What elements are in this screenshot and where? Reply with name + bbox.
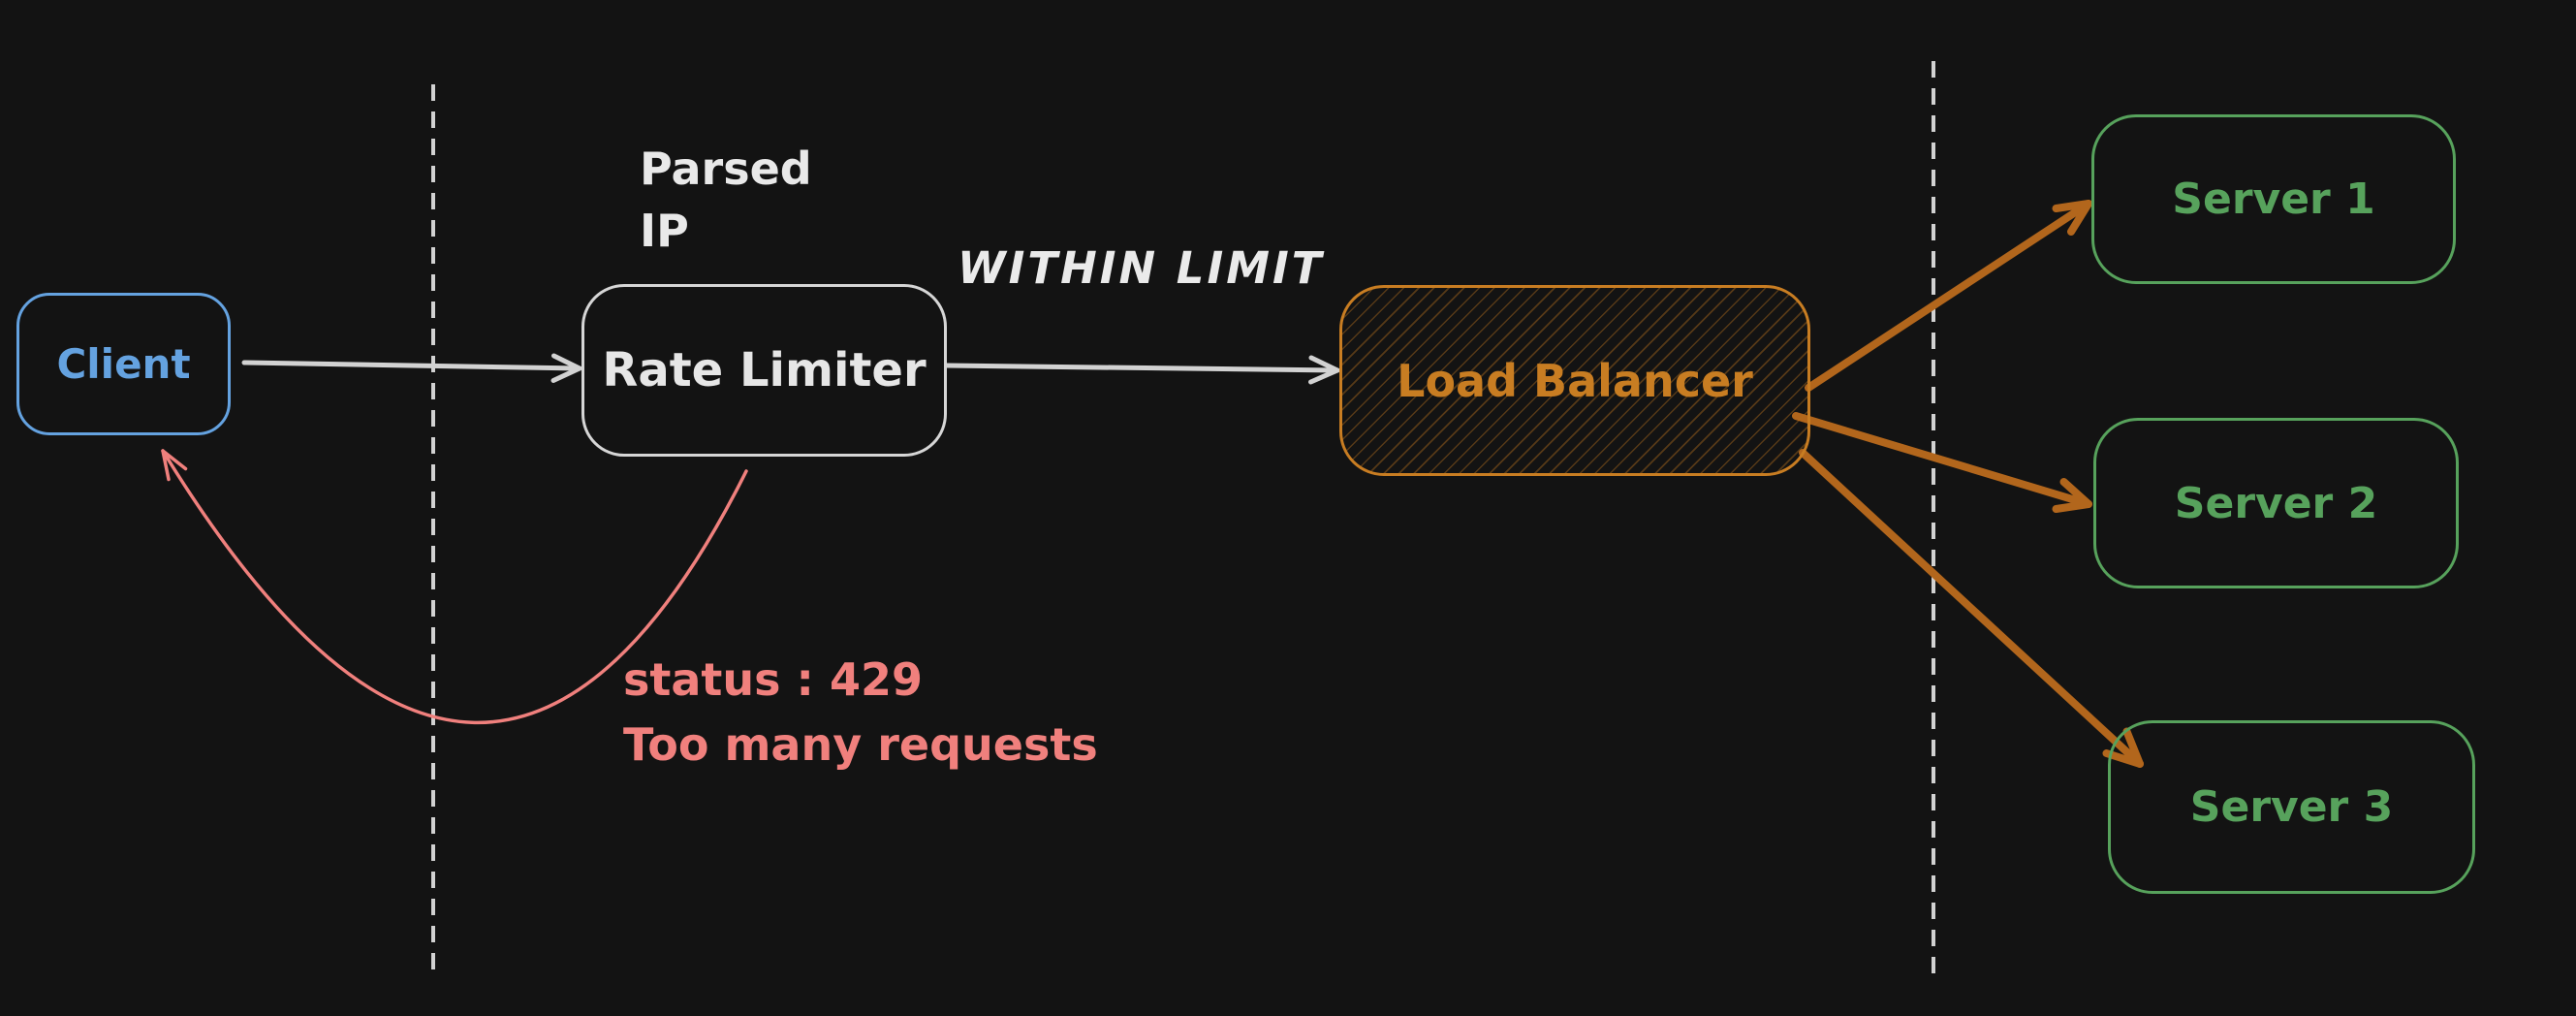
annotation-status-line1: status : 429: [623, 653, 923, 706]
arrow-load-balancer-to-server-1[interactable]: [1805, 200, 2092, 392]
arrow-rate-limiter-to-client-rejected[interactable]: [161, 449, 748, 725]
node-load-balancer[interactable]: Load Balancer: [1339, 285, 1810, 476]
node-server-1-label: Server 1: [2172, 175, 2375, 224]
node-server-1[interactable]: Server 1: [2091, 114, 2456, 284]
arrow-load-balancer-to-server-2[interactable]: [1792, 412, 2092, 513]
node-load-balancer-label: Load Balancer: [1397, 354, 1753, 407]
node-server-3[interactable]: Server 3: [2108, 720, 2475, 894]
node-client[interactable]: Client: [16, 293, 231, 435]
annotation-within-limit[interactable]: WITHIN LIMIT: [958, 242, 1325, 294]
node-rate-limiter-label: Rate Limiter: [602, 343, 927, 397]
node-server-2-label: Server 2: [2174, 478, 2378, 528]
node-server-3-label: Server 3: [2189, 782, 2394, 832]
node-client-label: Client: [56, 340, 191, 388]
node-server-2[interactable]: Server 2: [2093, 418, 2459, 588]
annotation-status-line2: Too many requests: [623, 718, 1098, 771]
annotation-parsed-ip[interactable]: Parsed IP: [640, 143, 812, 257]
arrow-load-balancer-to-server-3[interactable]: [1799, 449, 2144, 768]
node-rate-limiter[interactable]: Rate Limiter: [581, 284, 947, 457]
arrow-rate-limiter-to-load-balancer[interactable]: [944, 355, 1340, 385]
arrow-client-to-rate-limiter[interactable]: [241, 353, 582, 383]
